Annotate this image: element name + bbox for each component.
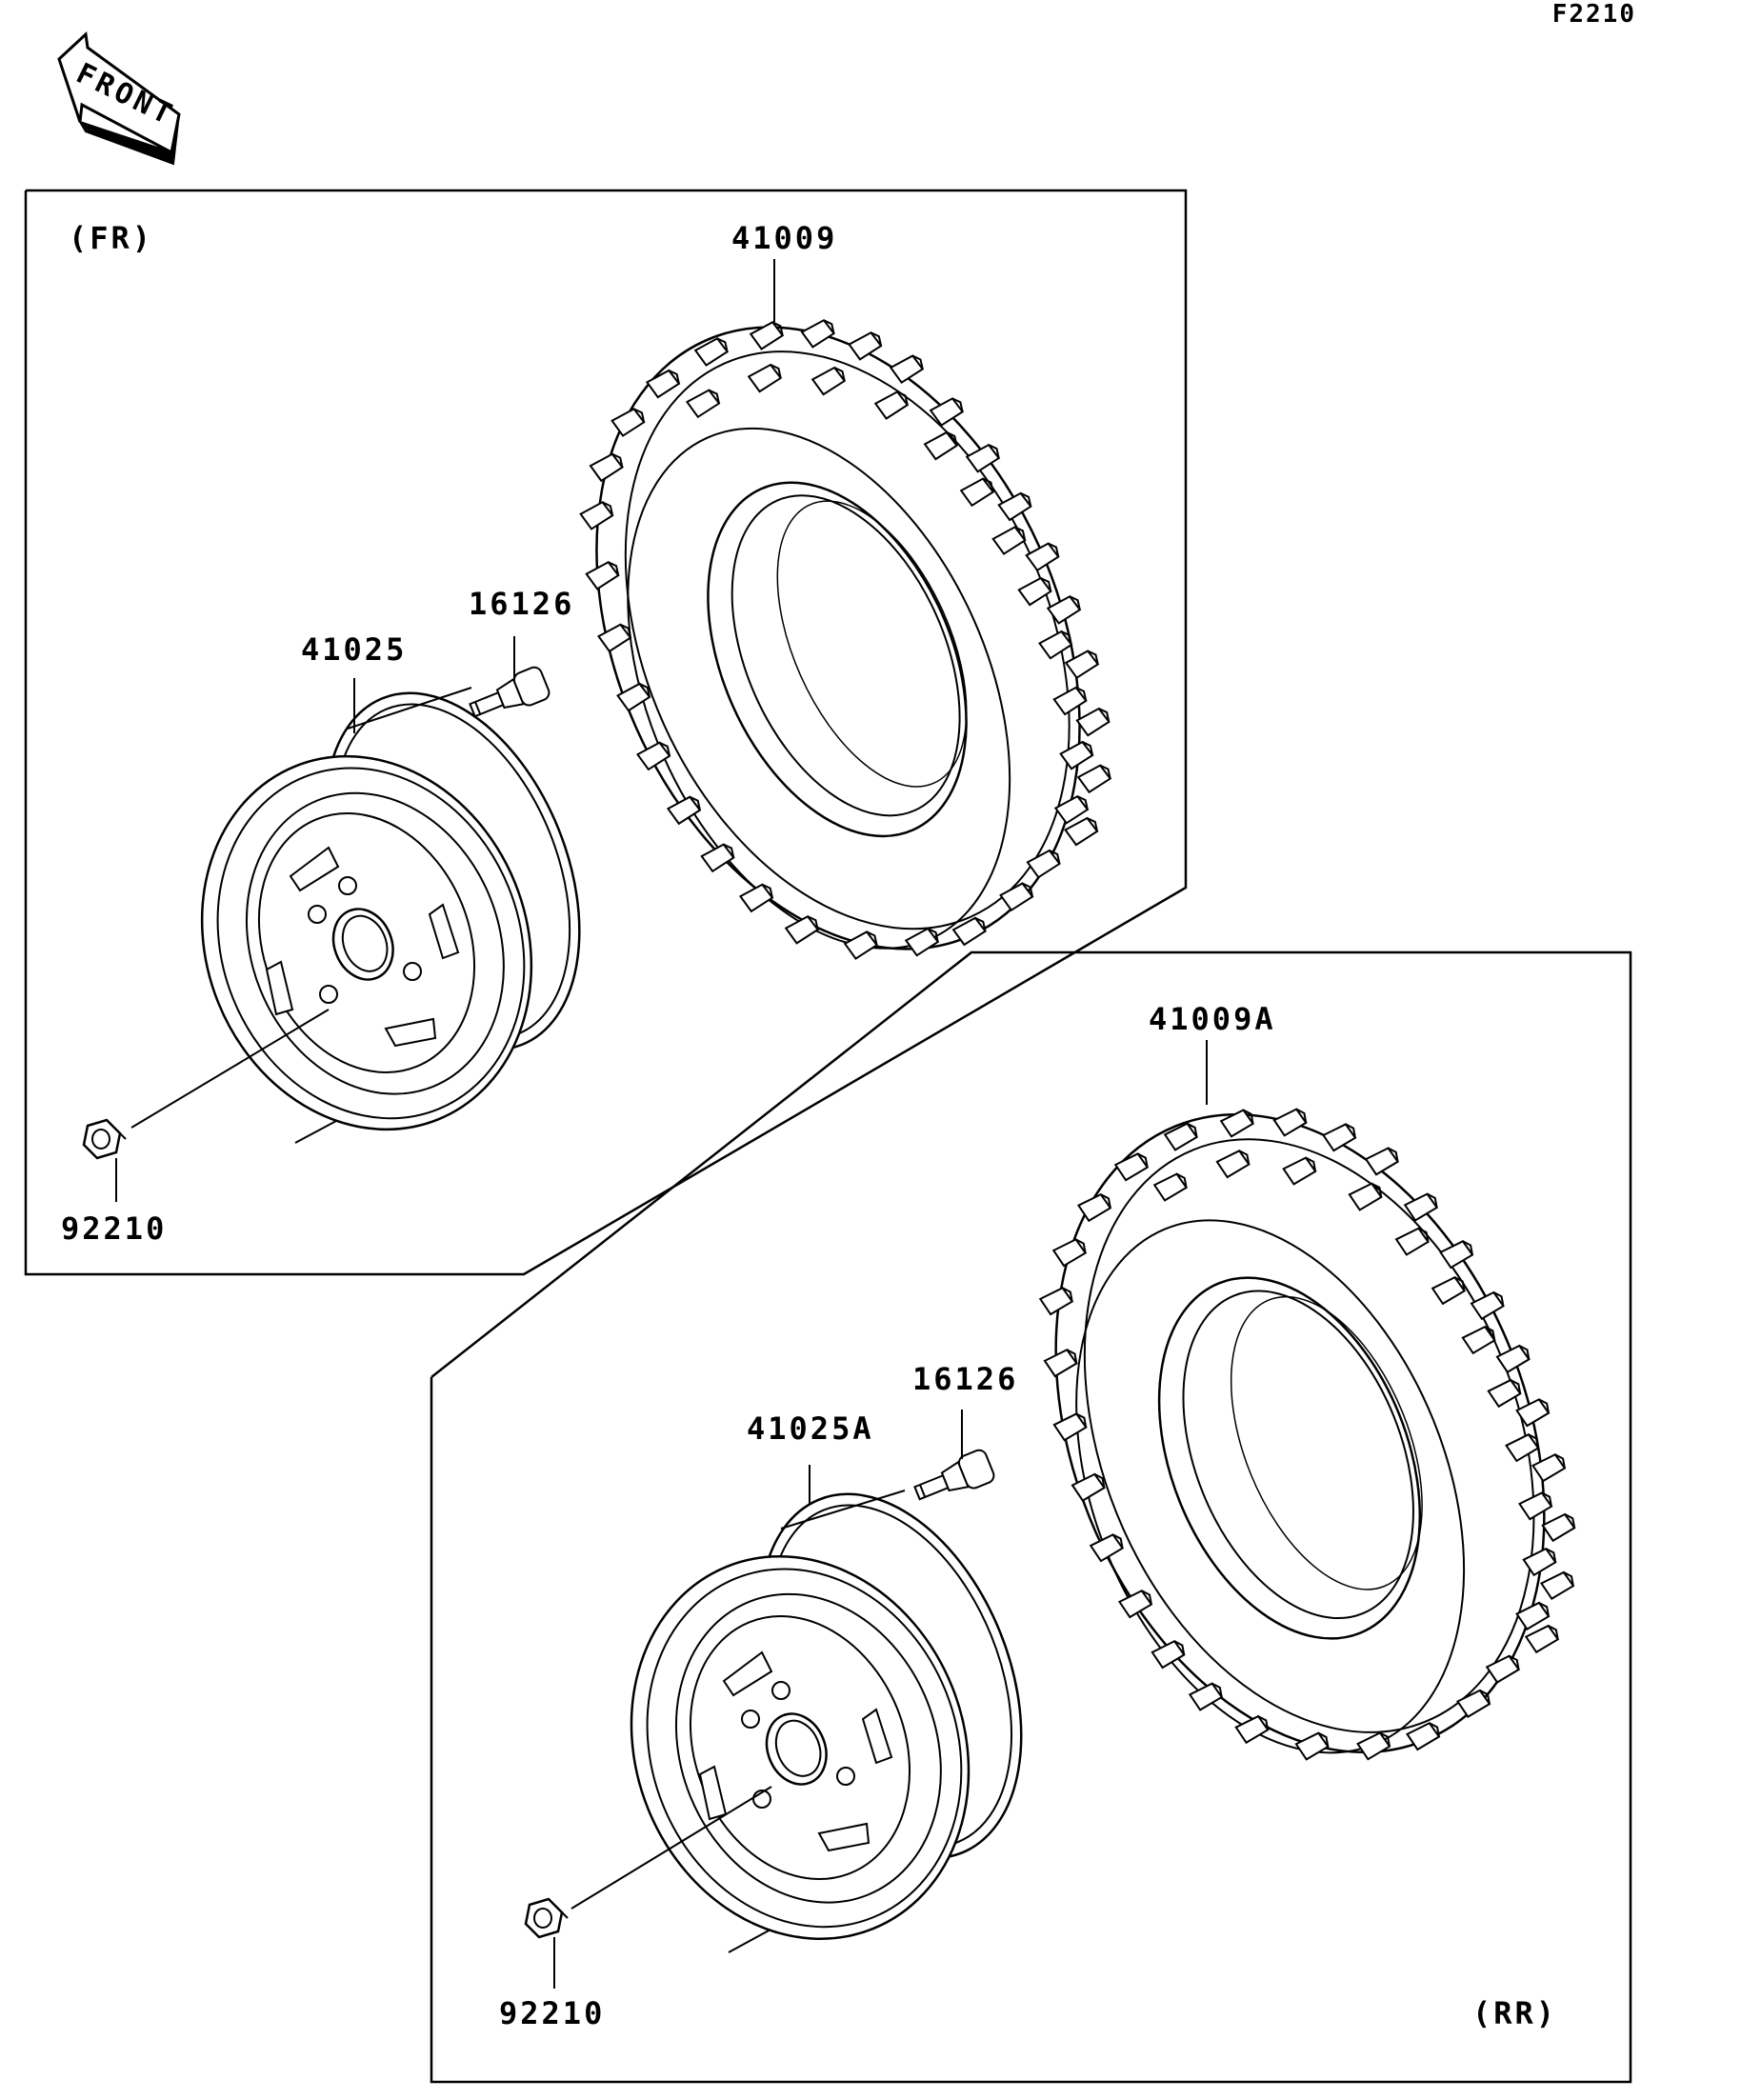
part-number-front-tire: 41009: [731, 220, 838, 256]
rear-nut-92210: [524, 1897, 569, 1939]
front-group-frame: [24, 189, 1188, 1276]
part-number-front-wheel: 41025: [301, 631, 408, 668]
part-number-rear-valve: 16126: [912, 1361, 1019, 1397]
rear-group-frame: [430, 950, 1632, 2084]
part-number-front-nut: 92210: [61, 1210, 168, 1247]
part-number-rear-nut: 92210: [499, 1995, 606, 2031]
front-nut-92210: [82, 1118, 127, 1160]
rear-group-label: (RR): [1472, 1995, 1558, 2031]
leader-92210-rear-axis: [570, 1786, 772, 1910]
rear-valve-stem: [913, 1449, 995, 1501]
front-group-label: (FR): [69, 220, 154, 256]
part-number-rear-tire: 41009A: [1149, 1001, 1276, 1037]
part-number-rear-wheel: 41025A: [747, 1410, 874, 1447]
sheet-code: F2210: [1551, 0, 1636, 29]
leader-92210-front-axis: [130, 1009, 330, 1129]
part-number-front-valve: 16126: [469, 586, 575, 622]
front-tire-41009: [578, 316, 1115, 962]
front-wheel-41025: [200, 687, 581, 1144]
front-arrow-icon: FRONT: [57, 30, 181, 166]
rear-tire-41009a: [1038, 1106, 1579, 1762]
rear-wheel-41025a: [630, 1490, 1023, 1953]
front-valve-stem: [469, 666, 550, 718]
